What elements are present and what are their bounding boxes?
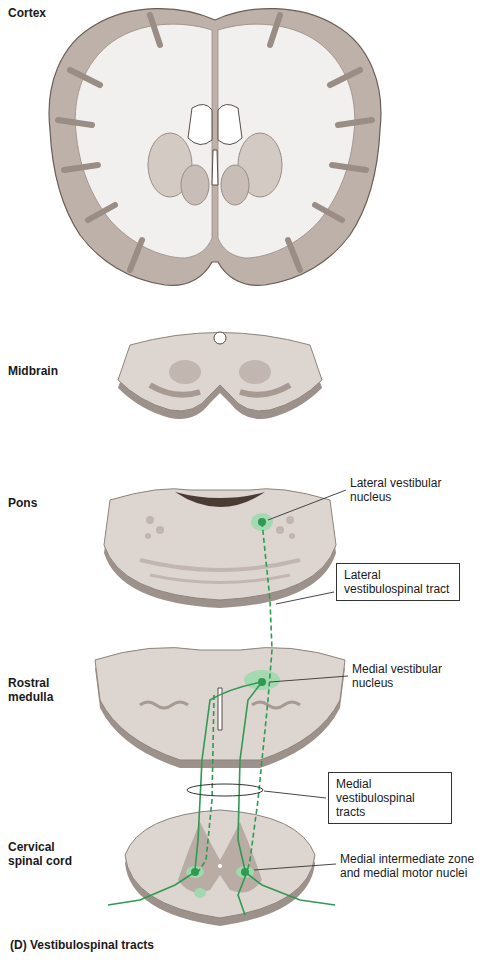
vestibulospinal-pathways [108,522,335,915]
region-label: Cervical spinal cord [8,840,90,868]
region-label: Midbrain [8,364,88,378]
midbrain-section [118,332,322,419]
structure-label: Lateral vestibular nucleus [350,476,475,504]
structure-label: Medial intermediate zone and medial moto… [340,852,480,880]
tract-box: Medial vestibulospinal tracts [328,772,452,824]
region-label: Rostral medulla [8,676,68,704]
region-label: Pons [8,496,88,510]
tract-name: Lateral vestibulospinal tract [344,568,452,596]
tract-name: Medial vestibulospinal tracts [336,777,444,819]
region-label: Cortex [8,6,88,20]
medulla-section [95,648,345,768]
figure-caption: (D) Vestibulospinal tracts [10,938,310,952]
nucleus-dots [191,518,266,876]
tract-box: Lateral vestibulospinal tract [336,563,460,601]
brain-coronal-section [49,9,381,286]
pons-section [104,489,336,608]
tract-ellipse [187,784,263,796]
structure-label: Medial vestibular nucleus [352,662,472,690]
